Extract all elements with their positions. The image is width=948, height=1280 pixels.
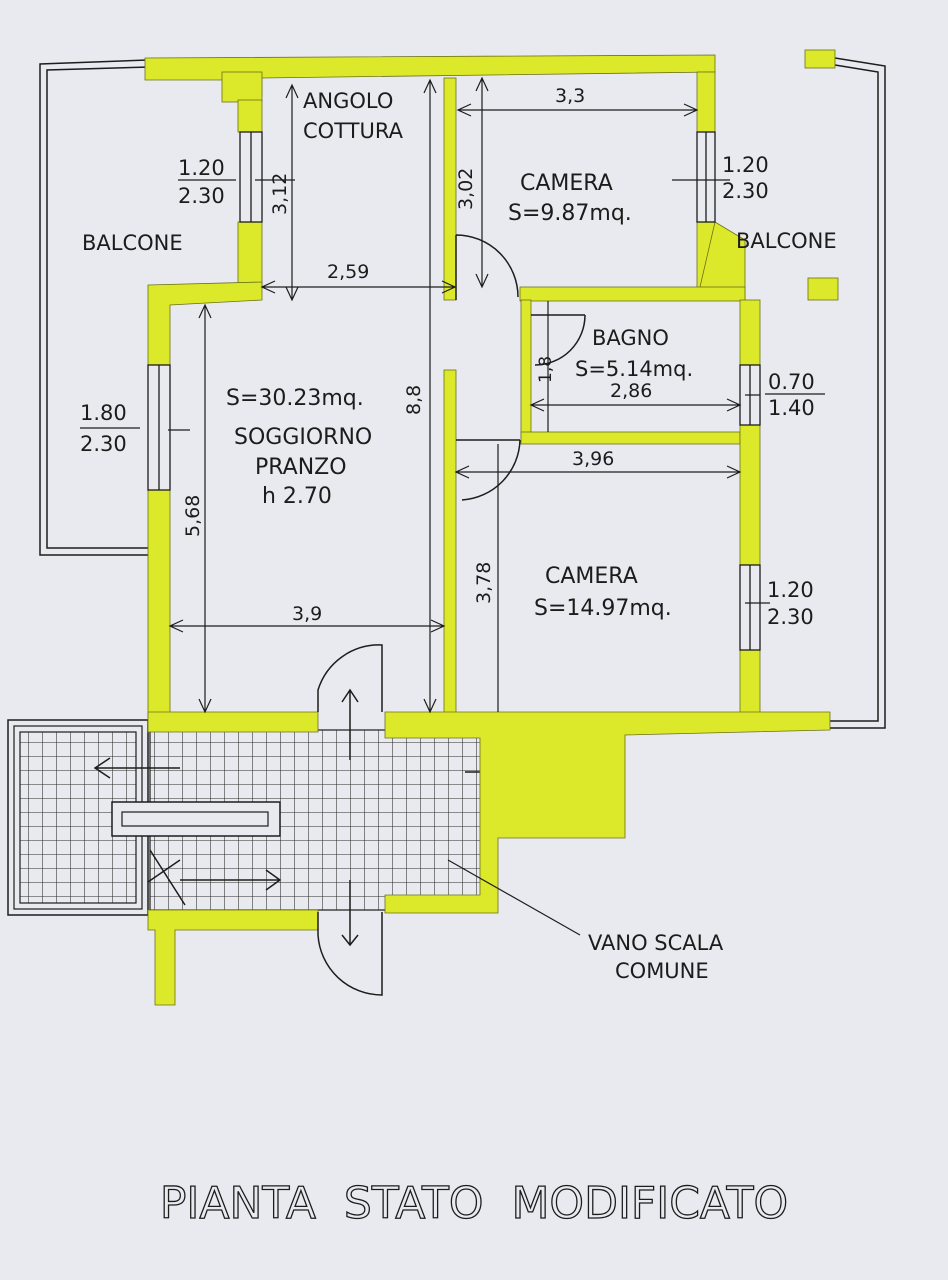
door-stair-exit (317, 912, 383, 996)
window-kitchen-height: 2.30 (178, 184, 225, 208)
label-balcone-right: BALCONE (736, 229, 837, 253)
window-soggiorno-height: 2.30 (80, 432, 127, 456)
window-kitchen-width: 1.20 (178, 156, 225, 180)
label-camera2-area: S=14.97mq. (534, 596, 672, 621)
label-balcone-left: BALCONE (82, 231, 183, 255)
dim-kitchen-depth: 3,12 (269, 173, 291, 215)
dim-soggiorno-depth: 5,68 (182, 495, 204, 537)
stair-arrow-down (180, 869, 282, 891)
label-soggiorno: SOGGIORNO (234, 425, 372, 450)
label-camera1-area: S=9.87mq. (508, 201, 632, 226)
door-bagno (531, 314, 586, 366)
label-height: h 2.70 (262, 484, 332, 509)
window-soggiorno-width: 1.80 (80, 401, 127, 425)
dim-camera1-depth: 3,02 (455, 168, 477, 210)
window-camera2-height: 2.30 (767, 605, 814, 629)
dim-total-depth: 8,8 (403, 385, 425, 415)
dim-bagno-width: 2,86 (610, 380, 652, 402)
dim-bagno-depth: 1,8 (536, 356, 556, 383)
dim-camera2-depth: 3,78 (473, 562, 495, 604)
walls (144, 49, 839, 1006)
label-vano-scala: VANO SCALA (588, 931, 724, 955)
window-camera2-width: 1.20 (767, 578, 814, 602)
dim-kitchen-width: 2,59 (327, 261, 369, 283)
stair-arrow-up (93, 757, 180, 779)
label-bagno-name: BAGNO (592, 326, 669, 350)
door-camera1 (455, 234, 519, 300)
window-bagno-width: 0.70 (768, 370, 815, 394)
label-camera1-name: CAMERA (520, 171, 613, 196)
window-camera1-width: 1.20 (722, 153, 769, 177)
room-labels: BALCONE BALCONE ANGOLO COTTURA CAMERA S=… (82, 89, 837, 983)
balcony-right-outline (830, 57, 886, 729)
windows (147, 131, 761, 651)
label-soggiorno-area: S=30.23mq. (226, 386, 364, 411)
door-entrance (317, 644, 383, 712)
window-labels: 1.20 2.30 1.20 2.30 1.80 2.30 0.70 1.40 … (80, 153, 825, 629)
label-bagno-area: S=5.14mq. (575, 357, 693, 381)
label-angolo: ANGOLO (303, 89, 393, 113)
label-cottura: COTTURA (303, 119, 404, 143)
plan-title: PIANTA STATO MODIFICATO (160, 1178, 788, 1229)
window-camera1-height: 2.30 (722, 179, 769, 203)
door-camera2 (456, 439, 521, 501)
dim-camera1-width: 3,3 (555, 85, 585, 107)
label-pranzo: PRANZO (255, 455, 347, 480)
label-camera2-name: CAMERA (545, 564, 638, 589)
dim-soggiorno-width: 3,9 (292, 603, 322, 625)
dimension-lines (168, 76, 770, 936)
window-bagno-height: 1.40 (768, 396, 815, 420)
doors (317, 234, 586, 996)
dim-camera2-width: 3,96 (572, 448, 614, 470)
dimension-labels: 3,3 3,02 3,12 2,59 8,8 1,8 2,86 3,96 5,6… (182, 85, 652, 625)
label-comune: COMUNE (615, 959, 709, 983)
balcony-left-outline (39, 59, 151, 556)
